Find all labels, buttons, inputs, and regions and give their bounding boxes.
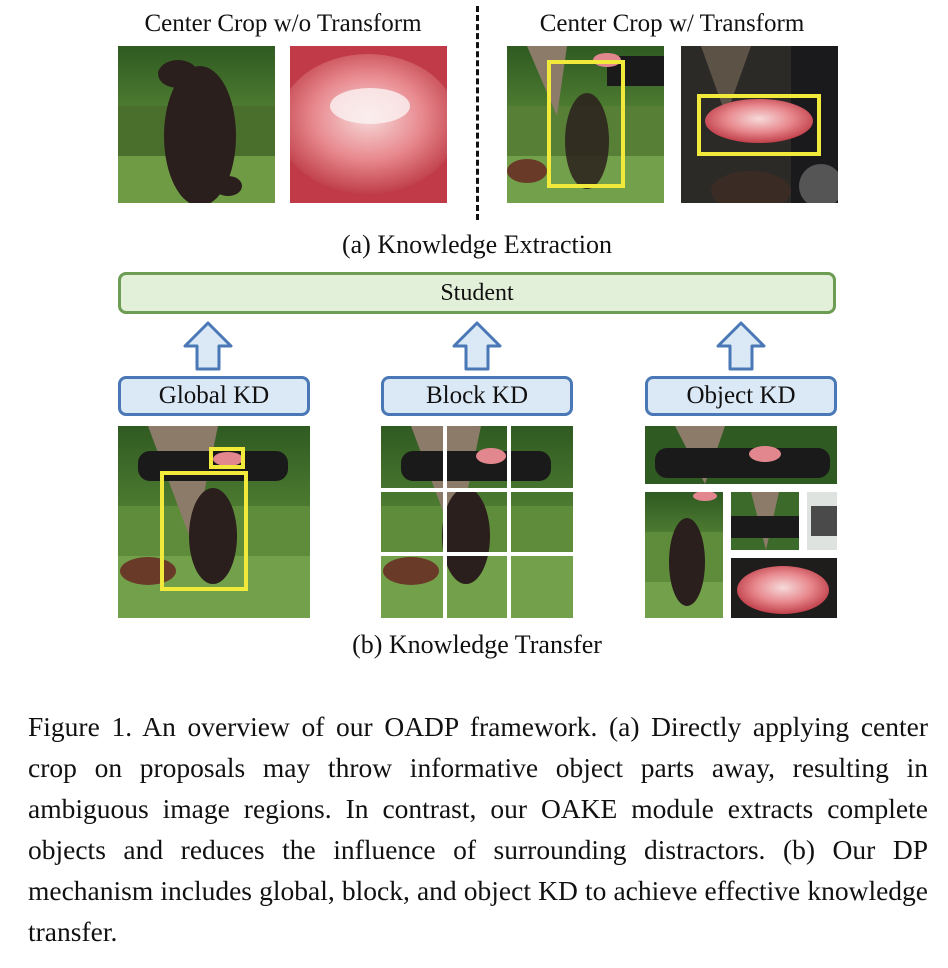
dashed-divider: [476, 6, 479, 220]
block-grid-line: [443, 426, 447, 618]
object-kd-scene-crop: [645, 426, 837, 484]
panel-a-left-title: Center Crop w/o Transform: [144, 10, 422, 37]
global-kd-image: [118, 426, 310, 618]
object-kd-box: Object KD: [645, 376, 837, 416]
object-kd-small-crop: [807, 492, 837, 550]
block-up-arrow-icon: [452, 321, 502, 371]
frisbee-center-crop-image: [290, 46, 447, 203]
panel-a-right-title: Center Crop w/ Transform: [539, 10, 805, 37]
global-frisbee-box: [209, 447, 245, 469]
global-up-arrow-icon: [183, 321, 233, 371]
dog-center-crop-image: [118, 46, 275, 203]
block-kd-image: [381, 426, 573, 618]
block-grid-line: [381, 488, 573, 492]
object-kd-frisbee-crop: [731, 558, 837, 618]
block-grid-line: [381, 552, 573, 556]
block-grid-line: [507, 426, 511, 618]
object-kd-dog-crop: [645, 492, 723, 618]
frisbee-transform-image: [681, 46, 838, 203]
student-box: Student: [118, 272, 836, 314]
figure-caption: Figure 1. An overview of our OADP framew…: [28, 711, 928, 947]
panel-a-caption: (a) Knowledge Extraction: [341, 230, 612, 259]
dog-bounding-box: [547, 60, 625, 188]
block-kd-box: Block KD: [381, 376, 573, 416]
object-kd-car-crop: [731, 492, 799, 550]
panel-b-caption: (b) Knowledge Transfer: [352, 630, 602, 659]
object-up-arrow-icon: [716, 321, 766, 371]
dog-transform-image: [507, 46, 664, 203]
global-dog-box: [160, 471, 248, 591]
frisbee-bounding-box: [697, 94, 821, 156]
global-kd-box: Global KD: [118, 376, 310, 416]
